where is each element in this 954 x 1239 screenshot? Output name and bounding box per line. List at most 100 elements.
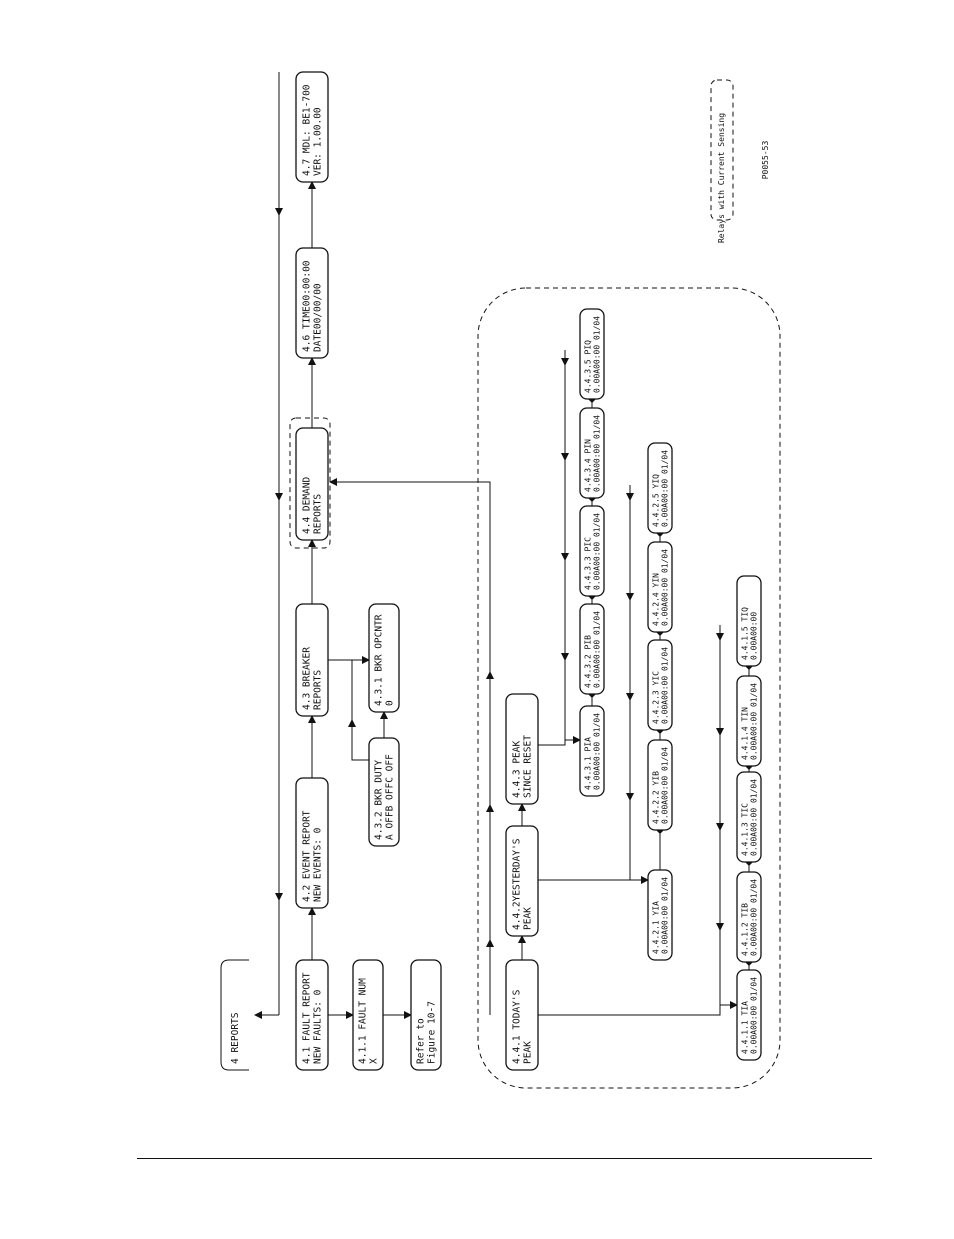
box-label-line: 4.3 BREAKER <box>302 647 313 710</box>
box-outline <box>647 639 673 731</box>
box-outline <box>295 71 329 183</box>
box-label-line: NEW FAULTS: 0 <box>313 989 324 1064</box>
box-label-line: 0.00A00:00 01/04 <box>750 779 759 856</box>
box-label-line: 4.4.2.2 YIB <box>652 771 661 824</box>
footer-rule <box>137 1158 872 1159</box>
box-label-line: PEAK <box>523 1041 534 1064</box>
box-label-line: 4.4.3.1 PIA <box>584 737 593 790</box>
box-label-line: 4.4.2.5 YIQ <box>652 474 661 527</box>
box-label-line: 0.00A00:00 <box>750 612 759 660</box>
box-label-line: Figure 10-7 <box>427 1001 438 1064</box>
box-label-line: A OFFB OFFC OFF <box>385 754 396 840</box>
box-label-line: 0.00A00:00 01/04 <box>750 879 759 956</box>
box-outline <box>647 869 673 961</box>
box-label-line: 4.4.3.5 PIQ <box>584 340 593 393</box>
box-label-line: 0.00A00:00 01/04 <box>661 747 670 824</box>
box-label-line: 4.4 DEMAND <box>302 477 313 534</box>
box-label-line: 4.4.3.3 PIC <box>584 537 593 590</box>
box-outline <box>736 675 762 767</box>
box-label-line: 4.4.1.4 TIN <box>741 707 750 760</box>
box-label-line: 4.3.2 BKR DUTY <box>374 760 385 840</box>
box-outline <box>220 959 249 1071</box>
box-outline <box>368 737 400 847</box>
box-label-line: NEW EVENTS: 0 <box>313 827 324 902</box>
box-outline <box>579 407 605 499</box>
box-label-line: 4.4.2.1 YIA <box>652 901 661 954</box>
box-outline <box>647 442 673 534</box>
box-label-line: 4.7 MDL: BE1-700 <box>302 84 313 176</box>
box-label-line: 4.4.1 TODAY'S <box>512 989 523 1064</box>
box-outline <box>352 959 384 1071</box>
box-outline <box>505 959 539 1071</box>
box-label-line: 0 <box>385 700 396 706</box>
box-outline <box>579 505 605 597</box>
box-label-line: Refer to <box>416 1018 427 1064</box>
box-label-line: 4.4.3.4 PIN <box>584 439 593 492</box>
figure-id-code: P0055-53 <box>761 141 770 180</box>
box-outline <box>295 777 329 909</box>
box-label-line: 0.00A00:00 01/04 <box>593 611 602 688</box>
box-label-line: 4.1.1 FAULT NUM <box>358 978 369 1064</box>
box-label-line: 0.00A00:00 01/04 <box>750 977 759 1054</box>
menu-box-b4: 4 REPORTS <box>220 959 249 1071</box>
box-outline <box>505 825 539 937</box>
box-outline <box>579 603 605 695</box>
box-label-line: 4.4.3.2 PIB <box>584 635 593 688</box>
box-label-line: VER: 1.00.00 <box>313 107 324 176</box>
box-outline <box>295 427 329 541</box>
box-outline <box>647 541 673 633</box>
box-label-line: 4.4.3 PEAK <box>512 741 523 798</box>
box-outline <box>736 575 762 667</box>
box-label-line: 0.00A00:00 01/04 <box>661 549 670 626</box>
box-outline <box>736 871 762 963</box>
box-outline <box>295 247 329 359</box>
box-label-line: 4.4.2.3 YIC <box>652 671 661 724</box>
box-outline <box>579 308 605 400</box>
breaker-to-duty <box>351 660 369 761</box>
box-outline <box>736 969 762 1061</box>
box-label-line: 0.00A00:00 01/04 <box>593 316 602 393</box>
box-label-line: SINCE RESET <box>523 735 534 798</box>
box-label-line: 4.3.1 BKR OPCNTR <box>374 614 385 706</box>
box-label-line: REPORTS <box>313 494 324 534</box>
box-label-line: 0.00A00:00 01/04 <box>593 713 602 790</box>
box-label-line: 4.4.1.1 TIA <box>741 1001 750 1054</box>
box-label-line: 4.4.1.3 TIC <box>741 803 750 856</box>
demand-return-line <box>329 478 491 1015</box>
box-label-line: REPORTS <box>313 670 324 710</box>
box-outline <box>410 959 442 1071</box>
box-label-line: 4.4.1.2 TIB <box>741 903 750 956</box>
box-label-line: 4.2 EVENT REPORT <box>302 810 313 902</box>
box-outline <box>505 693 539 805</box>
box-label-line: 4.6 TIME00:00:00 <box>302 260 313 352</box>
box-outline <box>579 705 605 797</box>
box-label-line: 4 REPORTS <box>230 1012 241 1064</box>
box-label-line: 4.4.2YESTERDAY'S <box>512 838 523 930</box>
today-branch <box>538 625 721 1016</box>
box-label-line: 4.4.1.5 TIQ <box>741 607 750 660</box>
box-label-line: 0.00A00:00 01/04 <box>750 683 759 760</box>
box-label-line: X <box>369 1058 380 1064</box>
box-label-line: 0.00A00:00 01/04 <box>593 415 602 492</box>
